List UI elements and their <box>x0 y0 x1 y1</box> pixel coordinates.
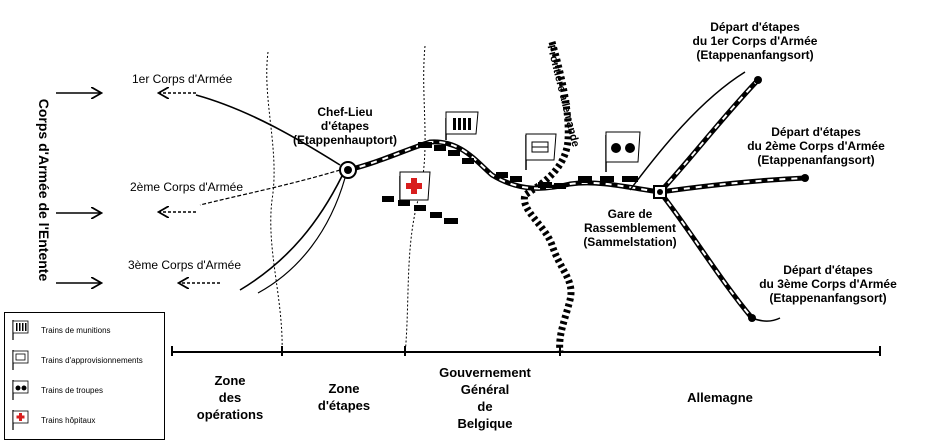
flag-hospital <box>399 171 431 206</box>
legend-label-supplies: Trains d'approvisionnements <box>41 355 143 365</box>
depart-3-line-1: Départ d'étapes <box>783 263 873 277</box>
chef-lieu-line-1: Chef-Lieu <box>317 105 373 119</box>
boundary-line-operations <box>266 51 283 356</box>
chef-lieu-line-2: d'étapes <box>320 119 370 133</box>
zone-gouv-line-4: Belgique <box>457 416 513 431</box>
gare-line-2: Rassemblement <box>583 221 677 235</box>
zone-etapes-line-2: d'étapes <box>317 398 371 413</box>
entente-corps-title: Corps d'Armée de l'Entente <box>36 98 52 282</box>
zone-gouvernement: Gouvernement Général de Belgique <box>420 364 550 432</box>
main-railway-ties <box>347 140 661 193</box>
depart-1-line-3: (Etappenanfangsort) <box>696 48 814 62</box>
zone-etapes: Zone d'étapes <box>294 380 394 414</box>
gare-line-3: (Sammelstation) <box>583 235 677 249</box>
zone-bracket <box>171 346 881 356</box>
legend-label-munitions: Trains de munitions <box>41 325 111 335</box>
gare-line-1: Gare de <box>607 207 653 221</box>
flag-troops <box>605 131 641 172</box>
legend: Trains de munitions Trains d'approvision… <box>4 312 165 440</box>
chef-lieu-label: Chef-Lieu d'étapes (Etappenhauptort) <box>290 105 400 147</box>
legend-row-troops: Trains de troupes <box>11 377 103 403</box>
zone-operations-line-2: des <box>218 390 242 405</box>
road-3eme-corps <box>239 175 343 291</box>
depot-node-3 <box>748 314 756 322</box>
train-troops <box>578 176 638 183</box>
road-2eme-corps <box>199 169 341 206</box>
zone-operations: Zone des opérations <box>180 372 280 423</box>
gare-label: Gare de Rassemblement (Sammelstation) <box>570 207 690 249</box>
depart-3-line-3: (Etappenanfangsort) <box>769 291 887 305</box>
depart-label-2: Départ d'étapes du 2ème Corps d'Armée (E… <box>736 125 896 167</box>
zone-gouv-line-3: de <box>477 399 493 414</box>
munitions-icon <box>12 320 29 340</box>
legend-row-supplies: Trains d'approvisionnements <box>11 347 143 373</box>
depart-2-line-2: du 2ème Corps d'Armée <box>747 139 885 153</box>
zone-gouv-line-1: Gouvernement <box>439 365 531 380</box>
zone-allemagne: Allemagne <box>670 389 770 406</box>
legend-label-troops: Trains de troupes <box>41 385 103 395</box>
supplies-icon <box>12 350 29 370</box>
train-supplies <box>496 172 566 189</box>
depart-2-line-3: (Etappenanfangsort) <box>757 153 875 167</box>
boundary-line-etapes-left <box>404 45 426 356</box>
corps-label-1: 1er Corps d'Armée <box>132 72 233 86</box>
legend-label-hospital: Trains hôpitaux <box>41 415 96 425</box>
train-hospital <box>382 196 458 224</box>
depot-node-2 <box>801 174 809 182</box>
depart-3-line-2: du 3ème Corps d'Armée <box>759 277 897 291</box>
zone-etapes-line-1: Zone <box>328 381 360 396</box>
depart-2-line-1: Départ d'étapes <box>771 125 861 139</box>
train-munitions <box>418 142 474 164</box>
depart-1-line-1: Départ d'étapes <box>710 20 800 34</box>
depart-label-1: Départ d'étapes du 1er Corps d'Armée (Et… <box>680 20 830 62</box>
corps-label-2: 2ème Corps d'Armée <box>130 180 244 194</box>
chef-lieu-line-3: (Etappenhauptort) <box>293 133 397 147</box>
legend-row-hospital: Trains hôpitaux <box>11 407 95 433</box>
flag-supplies <box>525 133 557 170</box>
zone-gouv-line-2: Général <box>460 382 510 397</box>
flag-munitions <box>445 111 479 140</box>
road-1er-corps <box>195 94 341 166</box>
zone-allemagne-line-1: Allemagne <box>687 390 753 405</box>
zone-operations-line-1: Zone <box>214 373 246 388</box>
depart-1-line-2: du 1er Corps d'Armée <box>692 34 818 48</box>
legend-row-munitions: Trains de munitions <box>11 317 111 343</box>
corps-label-3: 3ème Corps d'Armée <box>128 258 242 272</box>
troops-icon <box>12 380 29 400</box>
zone-operations-line-3: opérations <box>196 407 264 422</box>
hospital-cross-icon <box>12 410 29 430</box>
depot-node-1 <box>754 76 762 84</box>
depart-label-3: Départ d'étapes du 3ème Corps d'Armée (E… <box>748 263 908 305</box>
frontier-band <box>520 41 575 353</box>
